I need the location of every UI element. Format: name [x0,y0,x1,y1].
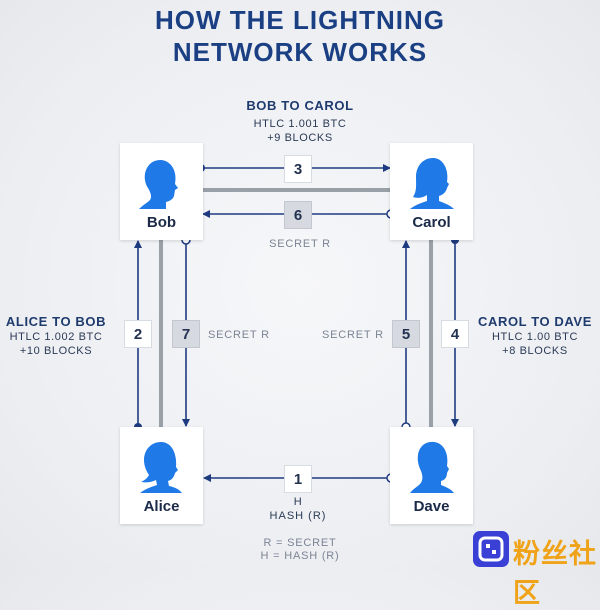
diagram-title-line2: NETWORK WORKS [172,37,428,67]
watermark-logo-icon [478,536,504,562]
carol-to-dave-htlc: HTLC 1.00 BTC [491,331,579,343]
carol-to-dave-heading: CAROL TO DAVE [478,314,592,329]
step-7-box: 7 [172,320,200,348]
person-silhouette-icon [140,442,182,493]
node-carol: Carol [390,143,473,240]
node-bob: Bob [120,143,203,240]
watermark-logo [473,531,509,567]
person-silhouette-icon [410,441,454,493]
node-name: Carol [412,214,451,231]
step-1-box: 1 [284,465,312,493]
person-silhouette-icon [139,159,178,209]
node-name: Alice [143,498,180,515]
secret-label-right: SECRET R [322,329,384,341]
lightning-diagram: HOW THE LIGHTNING NETWORK WORKS [5,5,596,609]
person-silhouette-icon [410,158,454,209]
diagram-title-line1: HOW THE LIGHTNING [155,5,445,35]
secret-label-left: SECRET R [208,329,270,341]
alice-to-bob-blocks: +10 BLOCKS [19,345,93,357]
hash-r-label: HASH (R) [269,510,327,522]
alice-to-bob-heading: ALICE TO BOB [5,314,107,329]
step-2-box: 2 [124,320,152,348]
node-name: Dave [413,498,450,515]
step-5-box: 5 [392,320,420,348]
alice-to-bob-htlc: HTLC 1.002 BTC [9,331,103,343]
secret-label-top: SECRET R [269,238,331,250]
legend-hash: H = HASH (R) [260,550,340,562]
bob-to-carol-htlc: HTLC 1.001 BTC [253,118,347,130]
step-4-box: 4 [441,320,469,348]
node-dave: Dave [390,427,473,524]
node-alice: Alice [120,427,203,524]
hash-h-label: H [293,496,303,508]
legend-secret: R = SECRET [263,537,337,549]
step-6-box: 6 [284,201,312,229]
bob-to-carol-blocks: +9 BLOCKS [267,132,333,144]
bob-to-carol-heading: BOB TO CAROL [246,98,354,113]
node-name: Bob [146,214,177,231]
carol-to-dave-blocks: +8 BLOCKS [502,345,568,357]
watermark-text: 粉丝社区 [513,539,597,609]
step-3-box: 3 [284,155,312,183]
